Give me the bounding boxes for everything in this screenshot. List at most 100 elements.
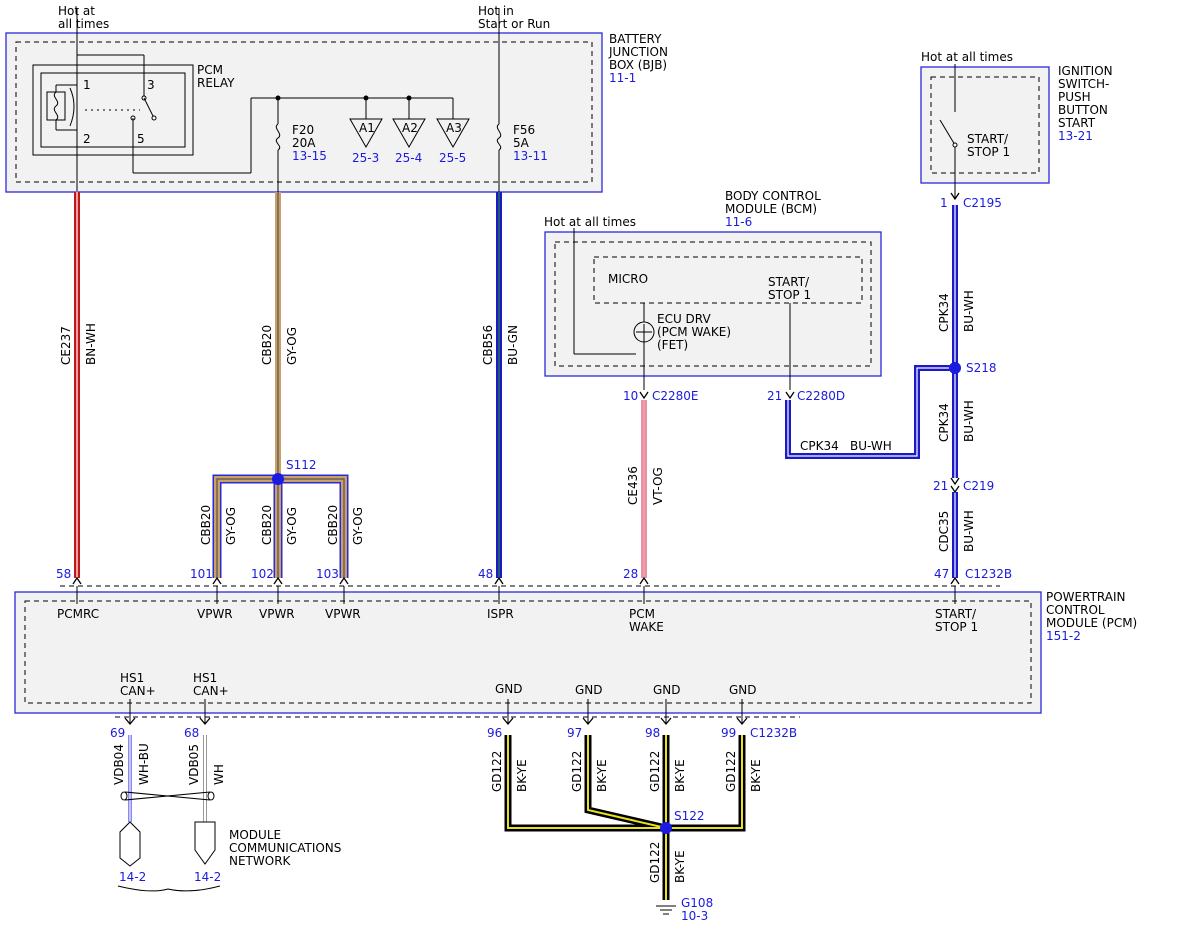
pcm-can1-1: HS1 xyxy=(120,671,144,685)
pin-21-bcm: 21 xyxy=(767,389,782,403)
pin-21-c219: 21 xyxy=(933,479,948,493)
gy-og-label: GY-OG xyxy=(285,327,299,365)
pcm-gnd-98: GND xyxy=(653,683,681,697)
pcm-pin-103: 103 xyxy=(316,567,339,581)
wh-label: WH xyxy=(212,764,226,785)
pcm-pin-58: 58 xyxy=(56,567,71,581)
f56-rating: 5A xyxy=(513,136,530,150)
cbb20-label: CBB20 xyxy=(260,325,274,365)
ign-start-stop-1: START/ xyxy=(967,132,1009,146)
ign-start-stop-2: STOP 1 xyxy=(967,145,1010,159)
hot-label-2b: Start or Run xyxy=(478,17,550,31)
bk-ye-ground: BK-YE xyxy=(673,850,687,883)
ground-name: G108 xyxy=(681,896,713,910)
gd122-96: GD122 xyxy=(490,751,504,792)
bu-wh-h: BU-WH xyxy=(850,439,892,453)
f20-name: F20 xyxy=(292,123,314,137)
wire-cbb20 xyxy=(212,192,349,578)
bn-wh-label: BN-WH xyxy=(84,323,98,365)
gy-og-label-102: GY-OG xyxy=(285,507,299,545)
pcm-name-1: POWERTRAIN xyxy=(1046,590,1126,604)
pcm-can2-2: CAN+ xyxy=(193,684,229,698)
ce237-label: CE237 xyxy=(59,326,73,365)
pcm-gnd-97: GND xyxy=(575,683,603,697)
ign-name-1: IGNITION xyxy=(1058,64,1113,78)
bk-ye-98: BK-YE xyxy=(673,759,687,792)
cpk34-label-2: CPK34 xyxy=(937,403,951,442)
cpk34-label-1: CPK34 xyxy=(937,293,951,332)
s122: S122 xyxy=(674,809,705,823)
pcm-gnd-96: GND xyxy=(495,682,523,696)
relay-pin-3: 3 xyxy=(147,78,155,92)
pcm-wake-1: PCM xyxy=(629,607,655,621)
c2280e: C2280E xyxy=(652,389,699,403)
pcm-start-stop-1: START/ xyxy=(935,607,977,621)
a3-ref: 25-5 xyxy=(439,151,466,165)
network-ref-2: 14-2 xyxy=(194,870,221,884)
bcm-start-stop-2: STOP 1 xyxy=(768,288,811,302)
pin-10: 10 xyxy=(623,389,638,403)
pcm-ispr: ISPR xyxy=(487,607,514,621)
bcm-name-2: MODULE (BCM) xyxy=(725,202,817,216)
hot-label-ign: Hot at all times xyxy=(921,50,1013,64)
pcm-can2-1: HS1 xyxy=(193,671,217,685)
ignition-switch xyxy=(920,64,1050,198)
hot-label-1b: all times xyxy=(58,17,109,31)
ign-name-5: START xyxy=(1058,116,1096,130)
c2280d: C2280D xyxy=(797,389,845,403)
cpk34-h: CPK34 xyxy=(800,439,839,453)
cbb20-label-102: CBB20 xyxy=(260,505,274,545)
pcm-wake-2: WAKE xyxy=(629,620,664,634)
vt-og-label: VT-OG xyxy=(651,467,665,505)
gy-og-label-101: GY-OG xyxy=(224,507,238,545)
gd122-98: GD122 xyxy=(648,751,662,792)
ground-wires xyxy=(504,735,746,915)
pcm-pin-98: 98 xyxy=(645,726,660,740)
a2-ref: 25-4 xyxy=(395,151,422,165)
relay-pin-5: 5 xyxy=(137,132,145,146)
pcm-name-2: CONTROL xyxy=(1046,603,1105,617)
pcm-pin-69: 69 xyxy=(110,726,125,740)
pcm-pin-97: 97 xyxy=(567,726,582,740)
bk-ye-99: BK-YE xyxy=(749,759,763,792)
cbb56-label: CBB56 xyxy=(481,325,495,365)
bk-ye-96: BK-YE xyxy=(515,759,529,792)
relay-name-2: RELAY xyxy=(197,76,235,90)
pcm-pin-101: 101 xyxy=(190,567,213,581)
a1-label: A1 xyxy=(359,121,375,135)
a1-ref: 25-3 xyxy=(352,151,379,165)
powertrain-control-module xyxy=(14,586,1042,724)
pcm-pin-96: 96 xyxy=(487,726,502,740)
battery-junction-box xyxy=(5,8,603,193)
s218: S218 xyxy=(966,361,997,375)
bu-wh-label-2: BU-WH xyxy=(962,400,976,442)
ign-name-2: SWITCH- xyxy=(1058,77,1109,91)
pcm-pin-68: 68 xyxy=(184,726,199,740)
bjb-name-3: BOX (BJB) xyxy=(609,58,667,72)
bu-gn-label: BU-GN xyxy=(506,325,520,365)
cbb20-label-101: CBB20 xyxy=(199,505,213,545)
pcm-pin-102: 102 xyxy=(251,567,274,581)
f56-name: F56 xyxy=(513,123,535,137)
pcm-pin-28: 28 xyxy=(623,567,638,581)
a3-label: A3 xyxy=(446,121,462,135)
network-label-1: MODULE xyxy=(229,828,281,842)
cdc35-label: CDC35 xyxy=(937,511,951,552)
ground-ref: 10-3 xyxy=(681,909,708,923)
c219: C219 xyxy=(963,479,994,493)
pcm-vpwr-101: VPWR xyxy=(197,607,233,621)
bcm-start-stop-1: START/ xyxy=(768,275,810,289)
pcm-pcmrc: PCMRC xyxy=(57,607,99,621)
bu-wh-label-1: BU-WH xyxy=(962,290,976,332)
pcm-pin-48: 48 xyxy=(478,567,493,581)
pcm-gnd-99: GND xyxy=(729,683,757,697)
a2-label: A2 xyxy=(402,121,418,135)
bjb-name-1: BATTERY xyxy=(609,32,662,46)
s112: S112 xyxy=(286,458,317,472)
f56-ref: 13-11 xyxy=(513,149,548,163)
pcm-vpwr-103: VPWR xyxy=(325,607,361,621)
bcm-micro: MICRO xyxy=(608,272,648,286)
pcm-connector-top: C1232B xyxy=(965,567,1012,581)
network-ref-1: 14-2 xyxy=(119,870,146,884)
